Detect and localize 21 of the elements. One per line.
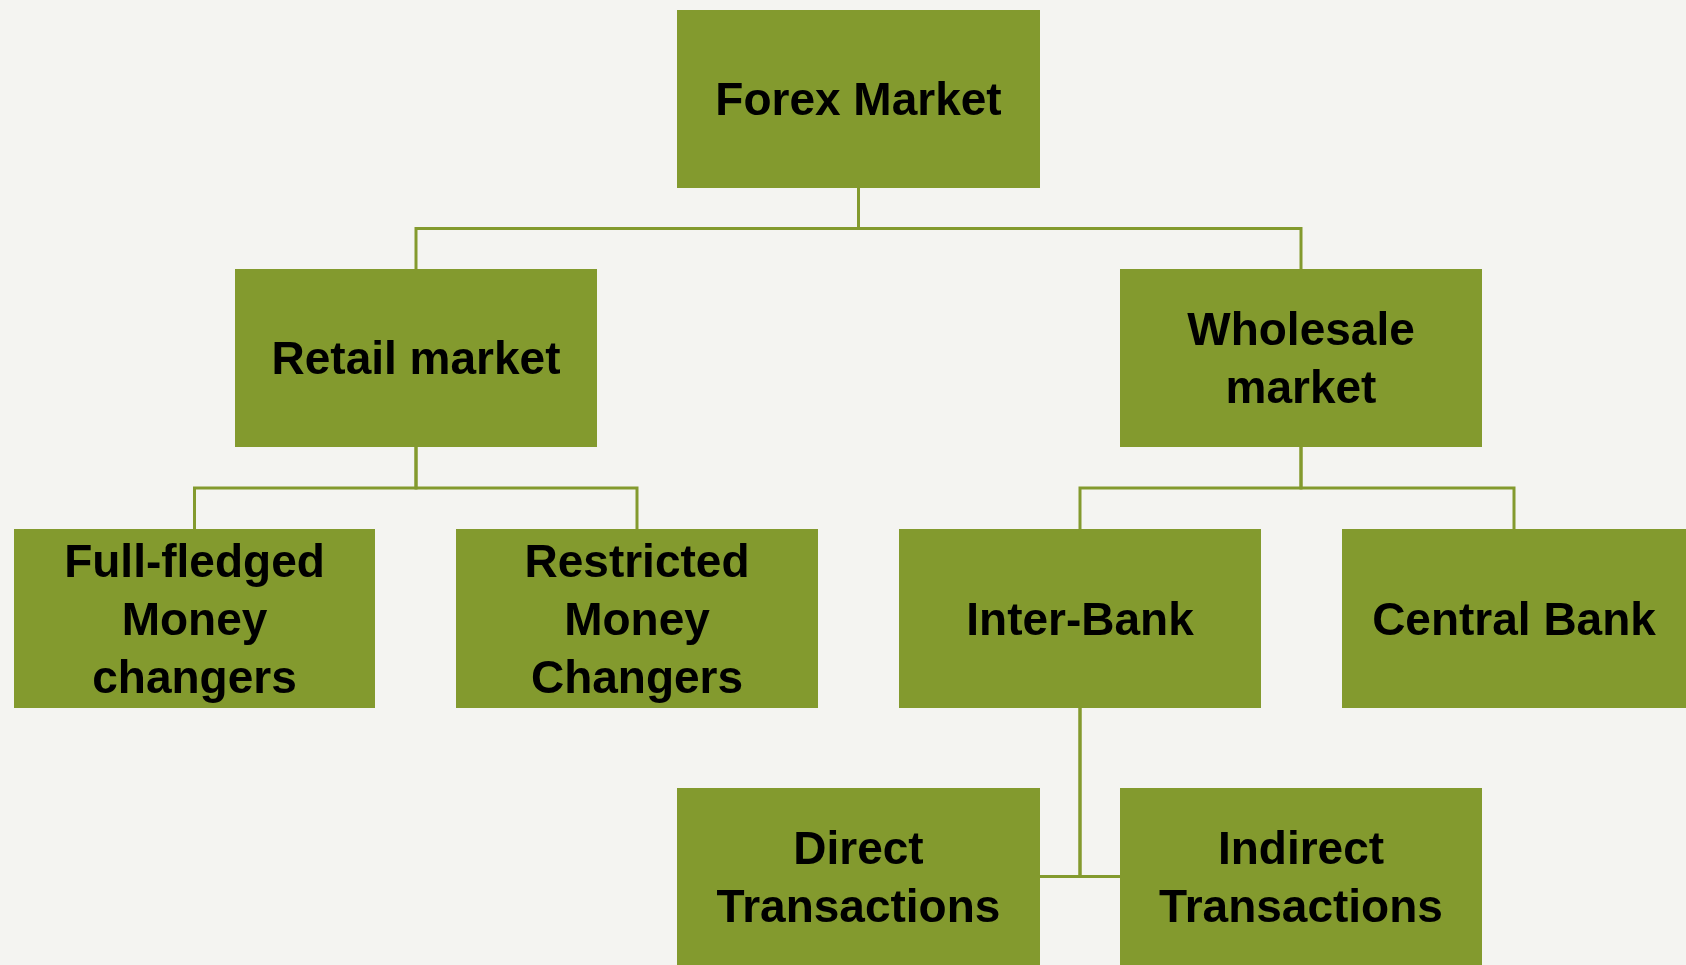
connector-line [1299, 447, 1516, 529]
box-label: Full-fledged Money changers [63, 533, 326, 705]
category-box [677, 10, 1040, 188]
box-label: Indirect Transactions [1158, 820, 1444, 934]
category-box [1342, 529, 1686, 708]
category-box [235, 269, 597, 447]
box-label: Inter-Bank [966, 591, 1194, 647]
box-label: Retail market [271, 331, 561, 386]
connector-line [1078, 708, 1120, 878]
box-label: Wholesale market [1186, 302, 1416, 415]
box-label: Direct Transactions [715, 820, 1002, 934]
category-box [456, 529, 818, 708]
box-label: Forex Market [715, 72, 1002, 127]
category-box [899, 529, 1261, 708]
category-box [1120, 269, 1482, 447]
box-label: Restricted Money Changers [523, 533, 751, 705]
connector-line [414, 447, 639, 529]
category-box [14, 529, 375, 708]
category-box [677, 788, 1040, 965]
box-label: Central Bank [1372, 591, 1656, 647]
category-box [1120, 788, 1482, 965]
